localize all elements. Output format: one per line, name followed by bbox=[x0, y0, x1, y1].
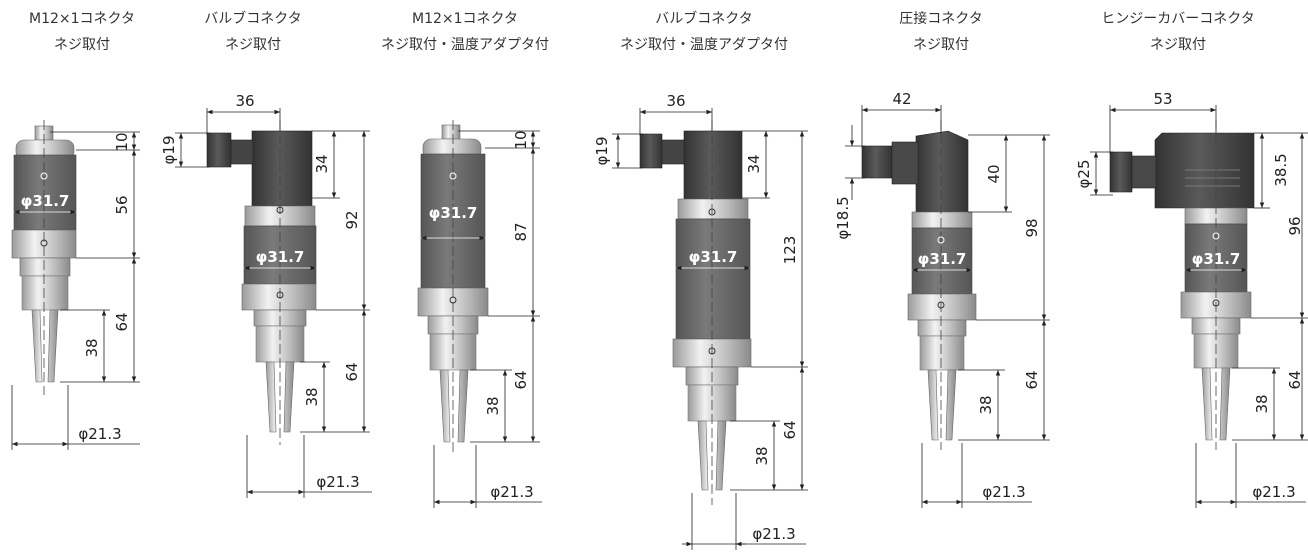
title-line2: ネジ取付 bbox=[913, 37, 969, 53]
dim-v6-fork: 38 bbox=[1253, 394, 1271, 413]
dim-v6-width: 53 bbox=[1153, 90, 1172, 108]
dim-v4-lower: 64 bbox=[781, 420, 799, 439]
dim-v4-width: 36 bbox=[666, 92, 685, 110]
dim-v4-fork: 38 bbox=[753, 446, 771, 465]
dim-v3-lower: 64 bbox=[512, 370, 530, 389]
sensor-valve-screw bbox=[206, 120, 317, 445]
title-line1: バルブコネクタ bbox=[655, 11, 753, 27]
dim-v5-conn-dia: φ18.5 bbox=[834, 196, 852, 239]
title-valve-adapter: バルブコネクタ ネジ取付・温度アダプタ付 bbox=[604, 6, 804, 58]
dim-v1-body-dia: φ31.7 bbox=[21, 192, 70, 210]
dim-v4-conn-h: 34 bbox=[745, 154, 763, 173]
dim-v6-lower: 64 bbox=[1286, 370, 1304, 389]
dim-v5-thread-dia: φ21.3 bbox=[982, 483, 1025, 501]
title-line1: ヒンジーカバーコネクタ bbox=[1101, 11, 1255, 27]
dim-v3-top: 10 bbox=[512, 130, 530, 149]
title-m12-screw: M12×1コネクタ ネジ取付 bbox=[0, 6, 182, 58]
sensor-m12-screw bbox=[11, 120, 77, 395]
sensor-m12-adapter bbox=[417, 120, 489, 455]
dim-v1-fork: 38 bbox=[83, 338, 101, 357]
title-line1: M12×1コネクタ bbox=[412, 11, 518, 27]
title-idc: 圧接コネクタ ネジ取付 bbox=[841, 6, 1041, 58]
dim-v5-width: 42 bbox=[892, 90, 911, 108]
dim-v4-thread-dia: φ21.3 bbox=[752, 525, 795, 543]
dim-v5-total: 98 bbox=[1023, 218, 1041, 237]
dim-v2-total: 92 bbox=[343, 210, 361, 229]
title-m12-adapter: M12×1コネクタ ネジ取付・温度アダプタ付 bbox=[365, 6, 565, 58]
dim-v1-thread-dia: φ21.3 bbox=[78, 425, 121, 443]
dim-v2-lower: 64 bbox=[343, 362, 361, 381]
sensor-hinge bbox=[1109, 120, 1255, 450]
dim-v6-conn-dia: φ25 bbox=[1075, 160, 1093, 189]
dim-v1-body: 56 bbox=[113, 195, 131, 214]
dim-v2-conn-dia: φ19 bbox=[160, 136, 178, 165]
dim-v1-top: 10 bbox=[113, 132, 131, 151]
dim-v5-conn-h: 40 bbox=[985, 164, 1003, 183]
title-line2: ネジ取付 bbox=[54, 37, 110, 53]
dim-v2-width: 36 bbox=[235, 92, 254, 110]
dim-v2-body-dia: φ31.7 bbox=[256, 248, 305, 266]
dim-v1-lower: 64 bbox=[113, 312, 131, 331]
dim-v3-fork: 38 bbox=[484, 396, 502, 415]
title-line1: バルブコネクタ bbox=[204, 11, 302, 27]
title-line2: ネジ取付・温度アダプタ付 bbox=[381, 37, 549, 53]
dim-v2-conn-h: 34 bbox=[313, 154, 331, 173]
dim-v5-lower: 64 bbox=[1023, 370, 1041, 389]
dim-v6-thread-dia: φ21.3 bbox=[1252, 483, 1295, 501]
dim-v4-conn-dia: φ19 bbox=[593, 137, 611, 166]
sensor-idc bbox=[861, 120, 977, 450]
dim-v2-thread-dia: φ21.3 bbox=[316, 473, 359, 491]
sensor-valve-adapter bbox=[639, 120, 752, 505]
dim-v5-body-dia: φ31.7 bbox=[918, 250, 967, 268]
title-line2: ネジ取付 bbox=[1150, 37, 1206, 53]
title-line1: M12×1コネクタ bbox=[29, 11, 135, 27]
title-line2: ネジ取付 bbox=[225, 37, 281, 53]
dim-v6-conn-h: 38.5 bbox=[1272, 153, 1290, 186]
title-line1: 圧接コネクタ bbox=[899, 11, 983, 27]
dim-v4-body-dia: φ31.7 bbox=[689, 248, 738, 266]
dim-v3-body-dia: φ31.7 bbox=[429, 204, 478, 222]
dim-v2-fork: 38 bbox=[303, 387, 321, 406]
dim-v6-total: 96 bbox=[1286, 216, 1304, 235]
dim-v5-fork: 38 bbox=[977, 395, 995, 414]
dim-v3-body: 87 bbox=[512, 222, 530, 241]
dim-v4-total: 123 bbox=[781, 236, 799, 265]
dim-v6-body-dia: φ31.7 bbox=[1192, 250, 1241, 268]
title-valve-screw: バルブコネクタ ネジ取付 bbox=[153, 6, 353, 58]
title-line2: ネジ取付・温度アダプタ付 bbox=[620, 37, 788, 53]
title-hinge: ヒンジーカバーコネクタ ネジ取付 bbox=[1078, 6, 1278, 58]
dim-v3-thread-dia: φ21.3 bbox=[490, 483, 533, 501]
